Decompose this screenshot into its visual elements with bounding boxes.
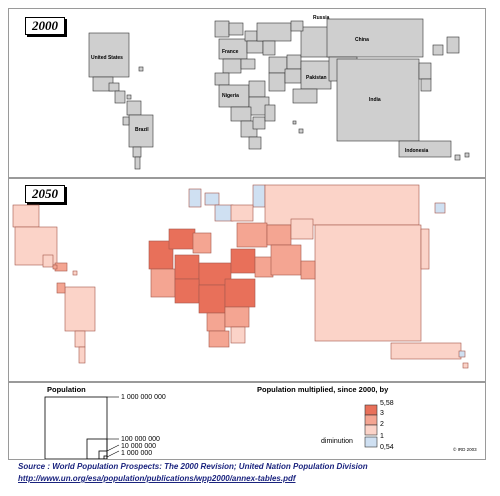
scale-1-billion: 1 000 000 000 — [121, 394, 166, 401]
source-citation: Source : World Population Prospects: The… — [18, 462, 368, 471]
year-2000-label: 2000 — [25, 17, 65, 35]
label-pakistan: Pakistan — [306, 75, 327, 81]
source-link[interactable]: http://www.un.org/esa/population/publica… — [18, 474, 296, 483]
diminution-label: diminution — [321, 438, 353, 445]
label-nigeria: Nigeria — [222, 93, 239, 99]
legend-graphic: Population 1 000 000 000 100 000 000 10 … — [44, 385, 477, 459]
brazil-block — [128, 114, 154, 148]
class-0-54: 0,54 — [380, 444, 394, 451]
year-2050-label: 2050 — [25, 185, 65, 203]
label-russia: Russia — [313, 15, 330, 21]
multiplier-color-classes — [364, 404, 378, 448]
label-brazil: Brazil — [135, 127, 149, 133]
china-block — [326, 18, 424, 58]
multiplier-legend-title: Population multiplied, since 2000, by — [257, 385, 389, 394]
legend-panel: Population 1 000 000 000 100 000 000 10 … — [8, 382, 486, 460]
class-5-58: 5,58 — [380, 400, 394, 407]
russia-block — [256, 22, 292, 42]
pakistan-block — [300, 60, 332, 90]
class-2: 2 — [380, 421, 384, 428]
scale-10-million: 10 000 000 — [121, 443, 156, 450]
cartogram-2000: United States France Russia China Pakist… — [88, 15, 470, 170]
scale-1-million: 1 000 000 — [121, 450, 152, 457]
india-block — [336, 58, 420, 142]
label-china: China — [355, 37, 369, 43]
label-india: India — [369, 97, 381, 103]
population-legend-title: Population — [47, 385, 86, 394]
class-1: 1 — [380, 433, 384, 440]
label-united-states: United States — [91, 55, 123, 61]
population-scale-squares — [44, 396, 108, 459]
class-3: 3 — [380, 410, 384, 417]
map-2000-panel: 2000 — [8, 8, 486, 178]
scale-100-million: 100 000 000 — [121, 436, 160, 443]
label-france: France — [222, 49, 239, 55]
label-indonesia: Indonesia — [405, 148, 429, 154]
indonesia-block — [398, 140, 452, 158]
map-2050-panel: 2050 — [8, 178, 486, 382]
cartogram-2050 — [12, 184, 469, 369]
copyright-mark: © IRD 2003 — [453, 446, 477, 452]
united-states-block — [88, 32, 130, 78]
